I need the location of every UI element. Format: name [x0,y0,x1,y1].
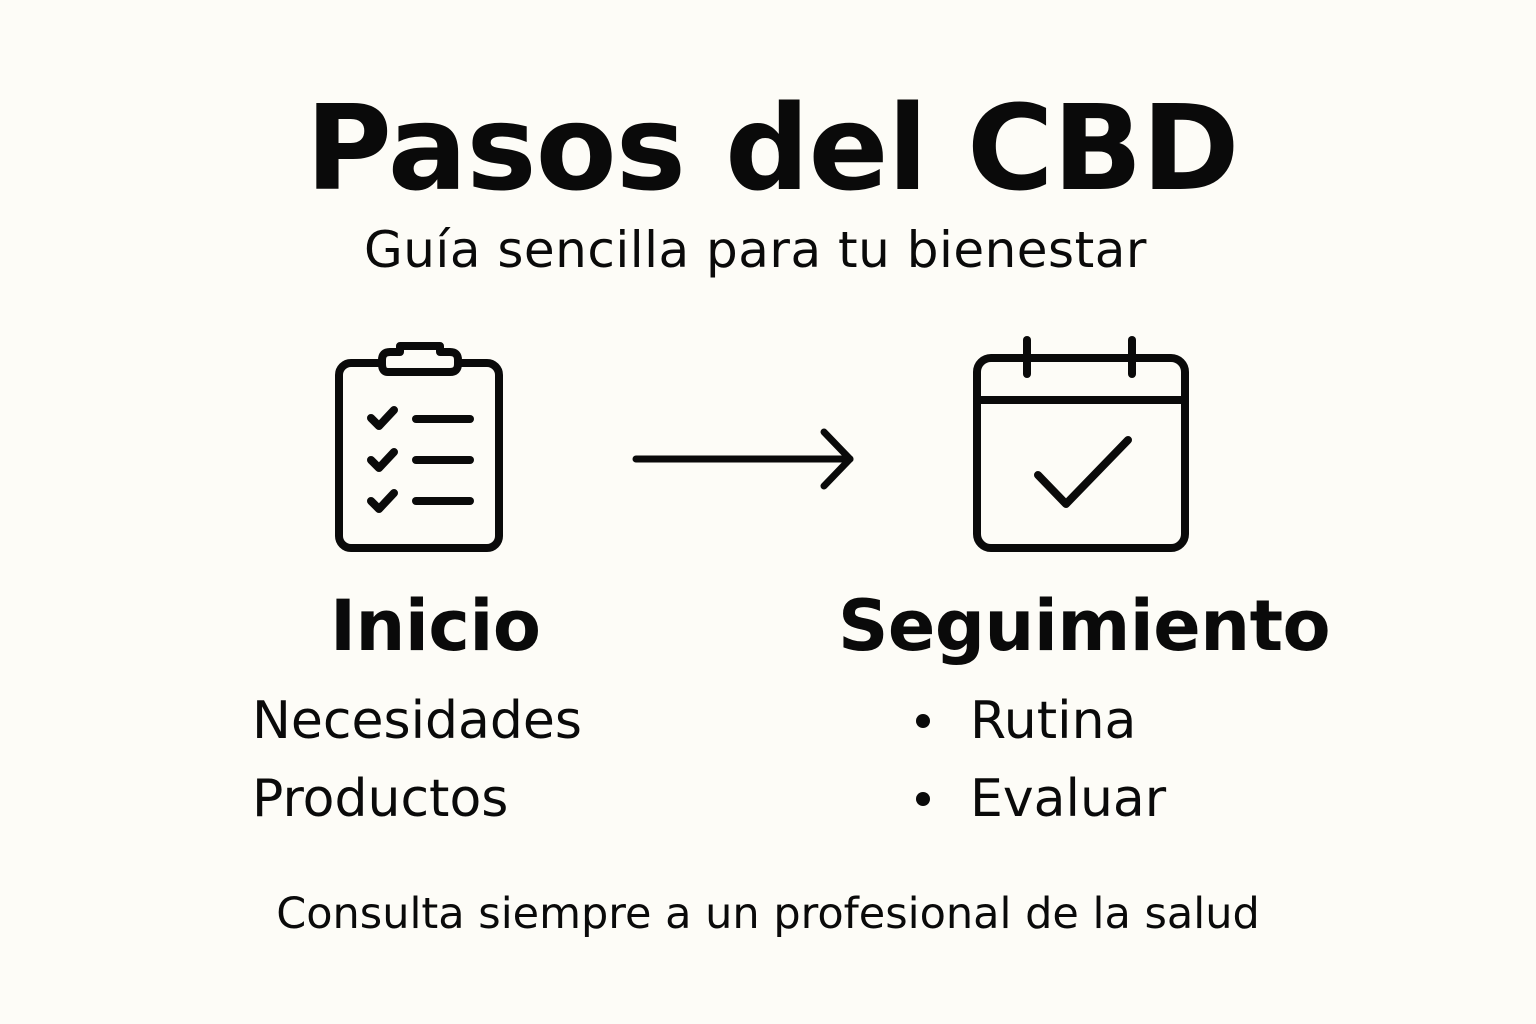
bullet-icon [916,792,930,806]
footer-disclaimer: Consulta siempre a un profesional de la … [276,889,1260,939]
list-item: Productos [252,769,509,829]
page-subtitle: Guía sencilla para tu bienestar [364,221,1147,279]
page-title: Pasos del CBD [305,79,1239,217]
step-title-seguimiento: Seguimiento [838,585,1331,667]
list-item: Rutina [912,690,1166,752]
clipboard-checklist-icon [334,340,504,555]
step-list-inicio: Necesidades Productos [252,690,582,846]
bullet-icon [916,714,930,728]
list-item-label: Evaluar [970,769,1167,829]
list-item: Necesidades [252,691,582,751]
calendar-check-icon [970,332,1192,554]
list-item-label: Rutina [970,691,1137,751]
arrow-right-icon [628,424,858,494]
step-list-seguimiento: Rutina Evaluar [912,690,1166,846]
step-title-inicio: Inicio [330,585,541,667]
list-item: Evaluar [912,768,1166,830]
